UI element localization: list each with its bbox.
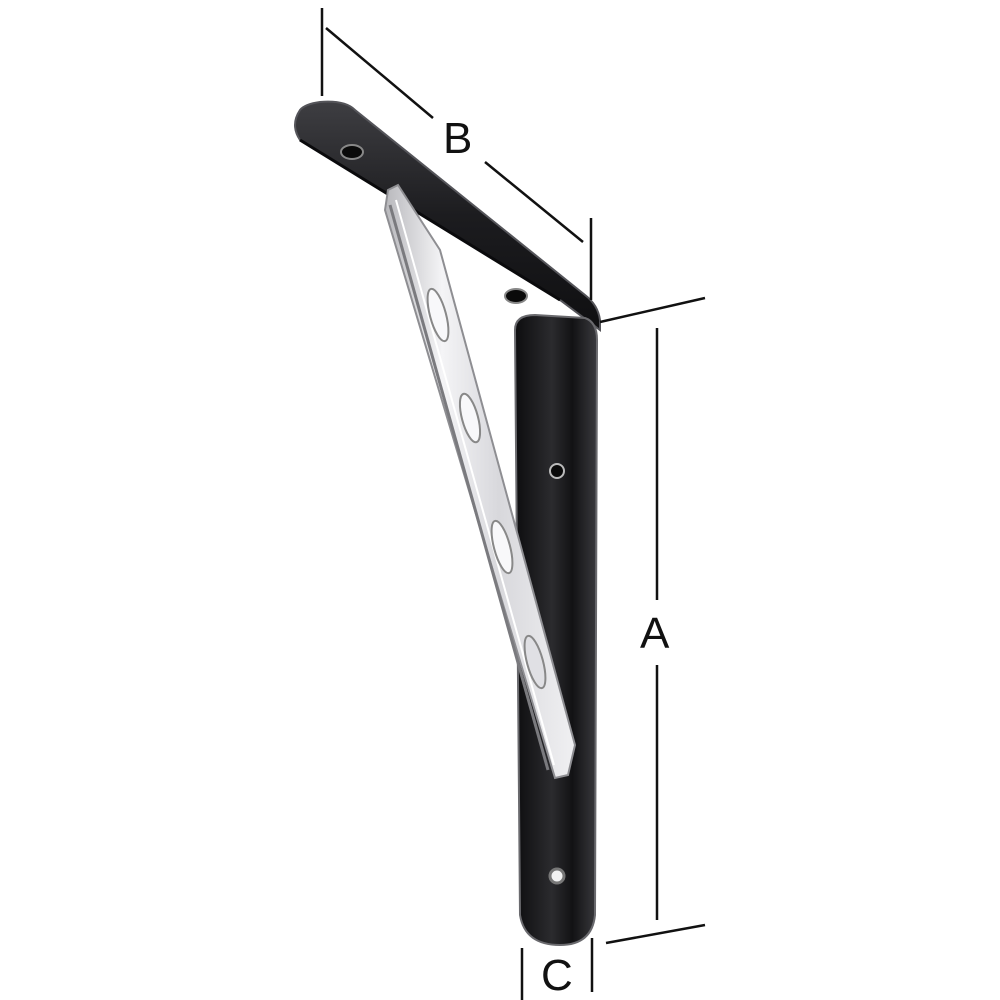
dimension-b-label: B xyxy=(443,114,472,163)
strut-slot-1 xyxy=(426,287,450,343)
screw-holes xyxy=(340,144,566,885)
bracket-vertical-arm xyxy=(513,313,599,947)
strut-slot-3 xyxy=(490,519,514,575)
dimension-a-label: A xyxy=(640,609,670,658)
dimension-c-label: C xyxy=(541,951,573,1000)
screw-hole-vertical-1 xyxy=(549,463,565,479)
dimension-a: A xyxy=(599,296,706,945)
strut-slot-2 xyxy=(458,392,482,444)
screw-hole-vertical-2 xyxy=(548,867,566,885)
dimension-b: B xyxy=(320,8,593,300)
strut-slot-4 xyxy=(523,634,547,690)
bracket-chrome-strut xyxy=(383,183,577,780)
screw-hole-top-2 xyxy=(504,288,528,304)
screw-hole-top-1 xyxy=(340,144,364,160)
dimension-c: C xyxy=(520,938,594,1000)
bracket-top-arm xyxy=(294,100,601,332)
